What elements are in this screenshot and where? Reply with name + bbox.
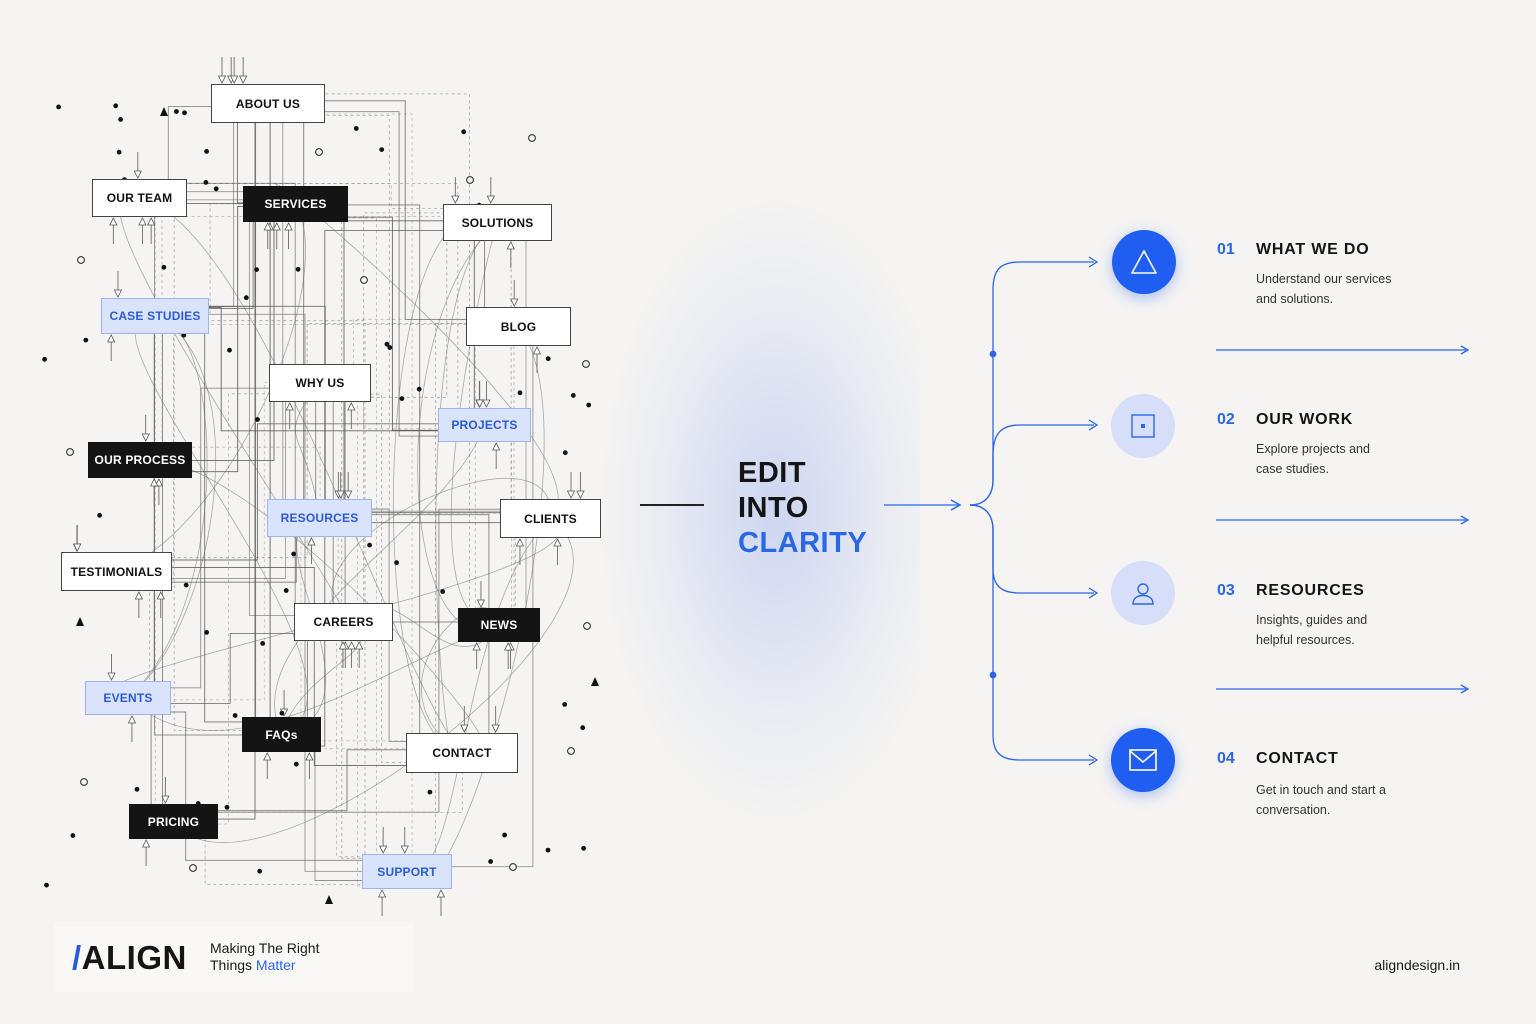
node-label: SUPPORT <box>377 864 437 879</box>
brand-panel <box>54 922 414 992</box>
node-label: FAQs <box>265 727 298 742</box>
node-label: TESTIMONIALS <box>70 564 163 579</box>
node-careers[interactable]: CAREERS <box>294 603 393 641</box>
contact-circle[interactable] <box>1111 728 1175 792</box>
node-about-us[interactable]: ABOUT US <box>211 84 325 123</box>
node-clients[interactable]: CLIENTS <box>500 499 601 538</box>
item-description: Insights, guides and helpful resources. <box>1256 613 1368 647</box>
node-faqs[interactable]: FAQs <box>242 717 321 752</box>
node-pricing[interactable]: PRICING <box>129 804 218 839</box>
node-solutions[interactable]: SOLUTIONS <box>443 204 552 241</box>
node-label: SOLUTIONS <box>461 215 534 230</box>
node-label: BLOG <box>500 319 537 334</box>
brand-tagline: Making The Right Things Matter <box>210 940 319 974</box>
node-label: WHY US <box>295 376 345 390</box>
node-label: OUR PROCESS <box>94 453 186 467</box>
node-projects[interactable]: PROJECTS <box>438 408 531 442</box>
item-title[interactable]: CONTACT <box>1256 750 1339 767</box>
item-title[interactable]: WHAT WE DO <box>1256 241 1370 258</box>
our-work-circle[interactable] <box>1111 394 1175 458</box>
headline-line-2: INTO <box>738 492 809 524</box>
node-our-process[interactable]: OUR PROCESS <box>88 442 192 478</box>
headline: EDIT INTO CLARITY <box>738 456 867 561</box>
item-title[interactable]: RESOURCES <box>1256 582 1365 599</box>
item-description: Get in touch and start a conversation. <box>1256 783 1386 817</box>
node-news[interactable]: NEWS <box>458 608 540 642</box>
node-label: CAREERS <box>313 615 374 629</box>
node-label: SERVICES <box>264 197 327 211</box>
headline-line-3: CLARITY <box>738 527 868 559</box>
logo-text: ALIGN <box>81 939 187 976</box>
node-label: CASE STUDIES <box>109 309 201 323</box>
node-blog[interactable]: BLOG <box>466 307 571 346</box>
tagline-line-2: Things Matter <box>210 957 319 974</box>
node-label: OUR TEAM <box>106 191 173 205</box>
node-label: NEWS <box>480 618 518 632</box>
node-events[interactable]: EVENTS <box>85 681 171 715</box>
node-support[interactable]: SUPPORT <box>362 854 452 889</box>
node-case-studies[interactable]: CASE STUDIES <box>101 298 209 334</box>
node-label: CONTACT <box>432 746 492 760</box>
square-icon <box>1131 414 1155 438</box>
logo-slash-icon: / <box>72 939 82 976</box>
node-our-team[interactable]: OUR TEAM <box>92 179 187 217</box>
resources-circle[interactable] <box>1111 561 1175 625</box>
what-we-do-circle[interactable] <box>1112 230 1176 294</box>
item-number: 01 <box>1217 241 1235 258</box>
item-number: 02 <box>1217 411 1235 428</box>
node-label: CLIENTS <box>524 511 577 526</box>
node-why-us[interactable]: WHY US <box>269 364 371 402</box>
node-label: PRICING <box>147 814 200 829</box>
tagline-accent: Matter <box>255 957 296 973</box>
lead-in-line <box>640 504 704 506</box>
mail-icon <box>1129 749 1157 771</box>
triangle-icon <box>1131 250 1157 274</box>
item-number: 04 <box>1217 750 1235 767</box>
node-label: RESOURCES <box>280 511 359 525</box>
item-description: Understand our services and solutions. <box>1256 272 1392 306</box>
item-title[interactable]: OUR WORK <box>1256 411 1354 428</box>
tagline-plain: Things <box>210 957 253 973</box>
user-icon <box>1132 583 1154 605</box>
node-testimonials[interactable]: TESTIMONIALS <box>61 552 172 591</box>
headline-line-1: EDIT <box>738 457 807 489</box>
tagline-line-1: Making The Right <box>210 940 320 956</box>
node-label: ABOUT US <box>235 96 301 111</box>
node-resources[interactable]: RESOURCES <box>267 499 372 537</box>
website-link[interactable]: aligndesign.in <box>1374 957 1460 973</box>
item-description: Explore projects and case studies. <box>1256 442 1370 476</box>
brand-logo[interactable]: /ALIGN <box>72 938 187 978</box>
node-label: PROJECTS <box>451 418 518 432</box>
node-contact[interactable]: CONTACT <box>406 733 518 773</box>
node-services[interactable]: SERVICES <box>243 186 348 222</box>
item-number: 03 <box>1217 582 1235 599</box>
node-label: EVENTS <box>103 691 153 705</box>
